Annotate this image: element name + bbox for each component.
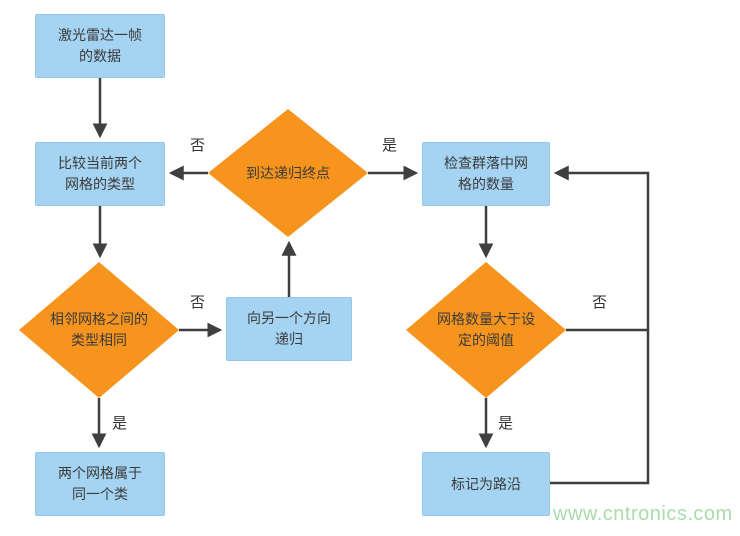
node-check-cluster-grid-count: 检查群落中网 格的数量	[422, 142, 550, 206]
edge-label-recursion-no: 否	[190, 137, 206, 154]
node-recurse-other-direction: 向另一个方向 递归	[226, 297, 352, 361]
site-watermark: www.cntronics.com	[553, 503, 733, 525]
edge-label-threshold-yes: 是	[498, 415, 514, 432]
node-mark-as-curb: 标记为路沿	[422, 452, 550, 516]
edge-label-adjacent-yes: 是	[112, 415, 128, 432]
connector-threshold-no-loop-to-check	[553, 165, 650, 332]
edge-label-adjacent-no: 否	[190, 294, 206, 311]
connector-mark-curb-loop	[550, 330, 650, 485]
node-grids-same-class: 两个网格属于 同一个类	[35, 452, 165, 516]
edge-label-threshold-no: 否	[592, 294, 608, 311]
node-compare-grid-types: 比较当前两个 网格的类型	[35, 142, 165, 206]
node-lidar-frame-data: 激光雷达一帧 的数据	[35, 14, 165, 78]
edge-label-recursion-yes: 是	[382, 137, 398, 154]
